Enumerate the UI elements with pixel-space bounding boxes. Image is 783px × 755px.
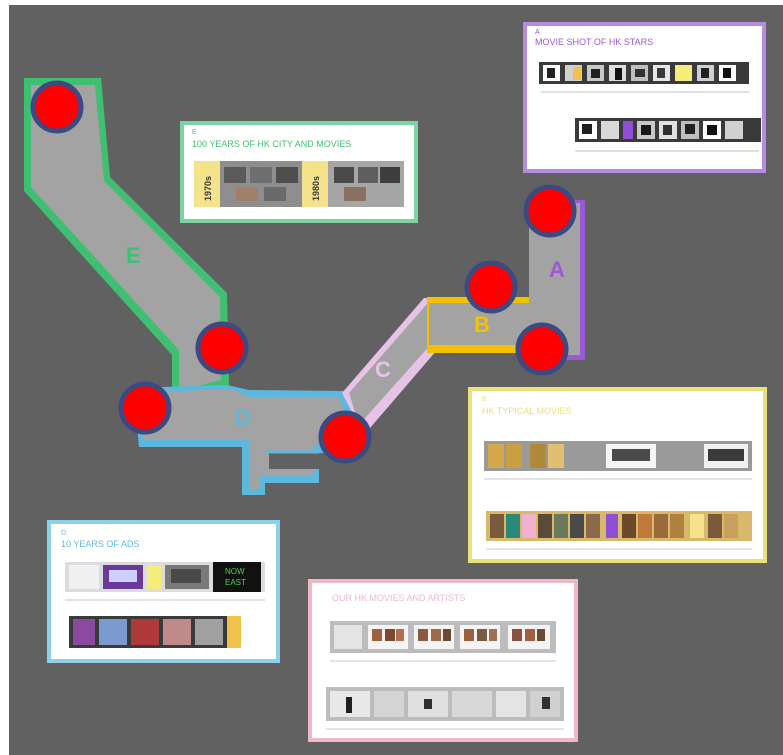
zone-label-e: E — [126, 243, 141, 268]
ads-now-text: NOW — [225, 567, 245, 576]
card-a-title: MOVIE SHOT OF HK STARS — [535, 37, 654, 47]
ads-east-text: EAST — [225, 578, 246, 587]
marker-e-top[interactable] — [30, 80, 84, 134]
card-a-letter: A — [535, 29, 540, 36]
zone-d-notch — [269, 452, 319, 469]
zone-label-c: C — [375, 357, 391, 382]
card-b-letter: B — [482, 396, 487, 403]
card-e-title: 100 YEARS OF HK CITY AND MOVIES — [192, 139, 352, 149]
card-10-years-of-ads[interactable]: D 10 YEARS OF ADS NOW EAST — [47, 520, 280, 663]
decade-label-1970s: 1970s — [203, 176, 213, 201]
card-movie-shot-of-hk-stars[interactable]: A MOVIE SHOT OF HK STARS — [523, 22, 766, 173]
card-d-letter: D — [61, 530, 67, 537]
card-c-film-strips — [326, 621, 564, 730]
marker-b-right[interactable] — [515, 322, 569, 376]
zone-label-b: B — [474, 312, 490, 337]
markers — [30, 80, 577, 464]
card-a-film-strips — [539, 62, 761, 152]
card-hk-typical-movies[interactable]: B HK TYPICAL MOVIES — [468, 387, 767, 563]
marker-a-top[interactable] — [523, 184, 577, 238]
card-d-film-strips: NOW EAST — [65, 562, 265, 648]
card-e-letter: E — [192, 129, 197, 136]
card-e-film-strip: 1970s 1980s — [194, 161, 404, 207]
card-100-years-of-hk-city-and-movies[interactable]: E 100 YEARS OF HK CITY AND MOVIES 1970s … — [180, 121, 418, 223]
marker-d-left[interactable] — [118, 381, 172, 435]
floor-plan-canvas: A B C D E A MOVIE SHOT OF HK STARS — [9, 5, 783, 755]
zone-label-d: D — [235, 405, 251, 430]
card-b-title: HK TYPICAL MOVIES — [482, 406, 572, 416]
zone-label-a: A — [549, 257, 565, 282]
marker-d-right[interactable] — [318, 410, 372, 464]
card-c-title: OUR HK MOVIES AND ARTISTS — [332, 593, 466, 603]
zone-e-corridor — [31, 85, 221, 391]
marker-e-bottom[interactable] — [195, 321, 249, 375]
card-d-title: 10 YEARS OF ADS — [61, 539, 140, 549]
card-our-hk-movies-and-artists[interactable]: OUR HK MOVIES AND ARTISTS — [308, 579, 578, 742]
marker-b-left[interactable] — [464, 260, 518, 314]
floor-plan: A B C D E — [24, 78, 585, 495]
card-b-film-strips — [484, 441, 752, 550]
decade-label-1980s: 1980s — [311, 176, 321, 201]
